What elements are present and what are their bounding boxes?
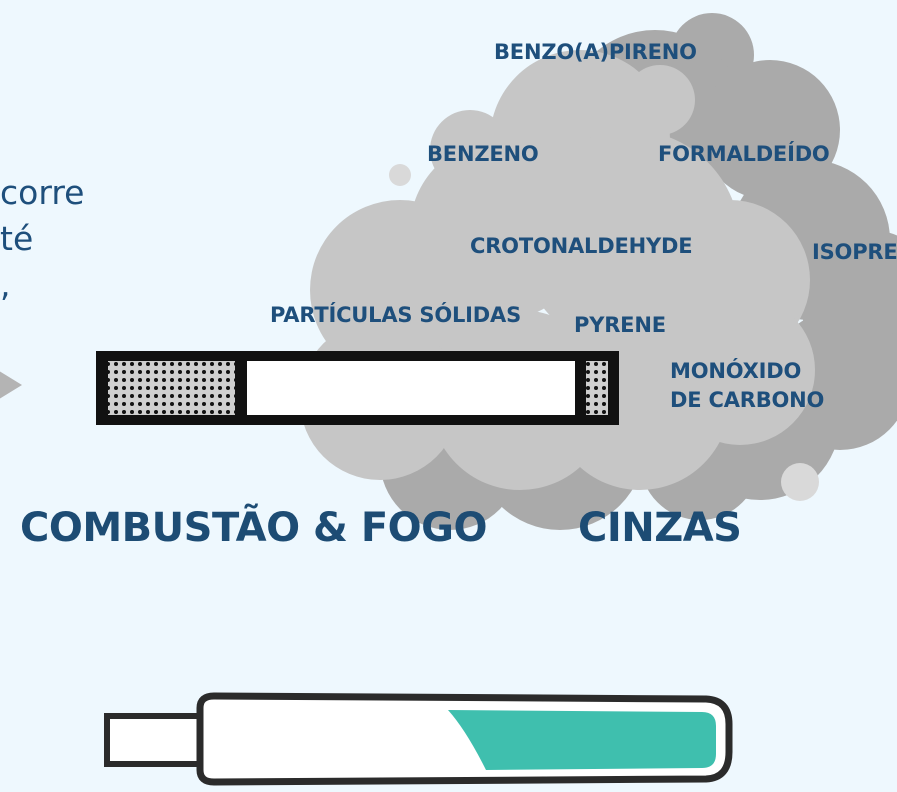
arrow-right-icon	[0, 353, 22, 417]
label-crotonaldehyde: CROTONALDEHYDE	[470, 234, 693, 258]
label-cinzas: CINZAS	[578, 505, 742, 551]
label-particulas-solidas: PARTÍCULAS SÓLIDAS	[270, 303, 521, 327]
label-pyrene: PYRENE	[574, 313, 666, 337]
smoke-puffs	[389, 164, 819, 501]
label-monoxido-line-2: DE CARBONO	[670, 388, 825, 412]
label-combustao-fogo: COMBUSTÃO & FOGO	[20, 505, 487, 551]
device-fill-level	[448, 710, 716, 770]
label-benzeno: BENZENO	[427, 142, 539, 166]
label-monoxido-line-1: MONÓXIDO	[670, 359, 802, 383]
label-formaldeido: FORMALDEÍDO	[658, 142, 830, 166]
description-text-fragment: corre té ,	[0, 170, 84, 308]
description-line-3: ,	[0, 265, 11, 304]
cigarette-ash-tip	[586, 361, 608, 415]
cigarette-paper	[247, 361, 575, 415]
label-benzo-a-pireno: BENZO(A)PIRENO	[494, 40, 697, 64]
cigarette-filter	[108, 361, 235, 415]
label-isopreno: ISOPRE	[812, 240, 897, 264]
device-mouthpiece	[104, 713, 210, 767]
label-monoxido-de-carbono: MONÓXIDO DE CARBONO	[670, 357, 824, 415]
description-line-2: té	[0, 219, 34, 258]
description-line-1: corre	[0, 173, 85, 212]
